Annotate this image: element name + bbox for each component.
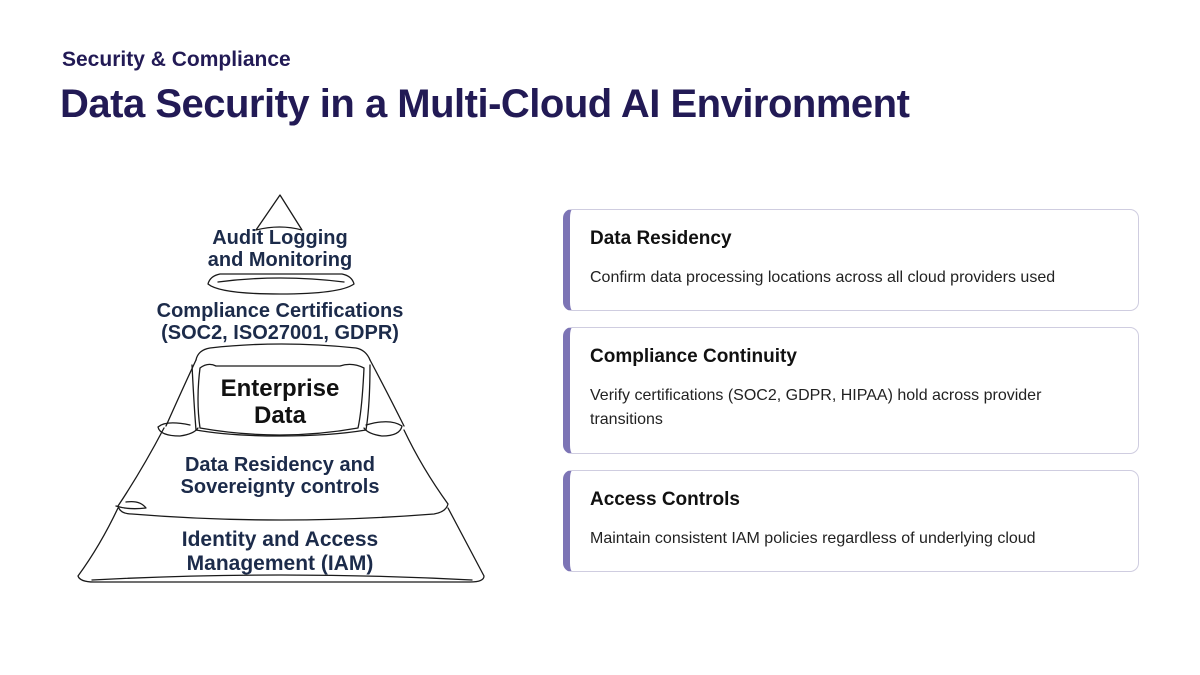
card-description: Maintain consistent IAM policies regardl… bbox=[590, 530, 1036, 547]
card-title: Data Residency bbox=[590, 228, 732, 249]
pyramid-layer-enterprise-data: Enterprise Data bbox=[180, 375, 380, 430]
layer-audit-line2: and Monitoring bbox=[207, 249, 353, 272]
consideration-cards: Data Residency Confirm data processing l… bbox=[563, 209, 1139, 588]
layer-audit-line1: Audit Logging bbox=[212, 227, 348, 249]
layer-residency-line2: Sovereignty controls bbox=[180, 476, 380, 499]
card-compliance-continuity: Compliance Continuity Verify certificati… bbox=[563, 327, 1139, 454]
pyramid-layer-compliance: Compliance Certifications (SOC2, ISO2700… bbox=[120, 300, 440, 345]
enterprise-tier-outline bbox=[165, 359, 405, 427]
pyramid-outline bbox=[77, 194, 485, 583]
card-description: Verify certifications (SOC2, GDPR, HIPAA… bbox=[590, 387, 1042, 428]
audit-ring-outline bbox=[207, 273, 355, 295]
iam-tier-outline bbox=[77, 507, 485, 583]
pyramid-layer-audit: Audit Logging and Monitoring bbox=[180, 227, 380, 272]
layer-iam-line2: Management (IAM) bbox=[186, 551, 374, 575]
card-title: Access Controls bbox=[590, 489, 740, 510]
compliance-band-outline bbox=[195, 343, 371, 361]
pyramid-apex-outline bbox=[255, 194, 303, 231]
page-title: Data Security in a Multi-Cloud AI Enviro… bbox=[60, 82, 910, 126]
layer-compliance-line2: (SOC2, ISO27001, GDPR) bbox=[161, 322, 399, 345]
residency-tier-outline bbox=[117, 427, 449, 521]
layer-iam-line1: Identity and Access bbox=[181, 528, 379, 551]
layer-enterprise-line1: Enterprise bbox=[220, 375, 340, 402]
layer-enterprise-line2: Data bbox=[253, 401, 307, 429]
pyramid-layer-iam: Identity and Access Management (IAM) bbox=[130, 528, 430, 575]
pyramid-layer-data-residency: Data Residency and Sovereignty controls bbox=[130, 454, 430, 499]
card-description: Confirm data processing locations across… bbox=[590, 269, 1056, 286]
card-data-residency: Data Residency Confirm data processing l… bbox=[563, 209, 1139, 311]
layer-residency-line1: Data Residency and bbox=[184, 454, 376, 476]
card-access-controls: Access Controls Maintain consistent IAM … bbox=[563, 470, 1139, 572]
enterprise-inner-frame bbox=[197, 363, 365, 436]
card-title: Compliance Continuity bbox=[590, 346, 797, 367]
layer-compliance-line1: Compliance Certifications bbox=[156, 300, 404, 322]
security-pyramid-diagram: Audit Logging and Monitoring Compliance … bbox=[70, 190, 490, 590]
section-eyebrow: Security & Compliance bbox=[62, 48, 291, 71]
